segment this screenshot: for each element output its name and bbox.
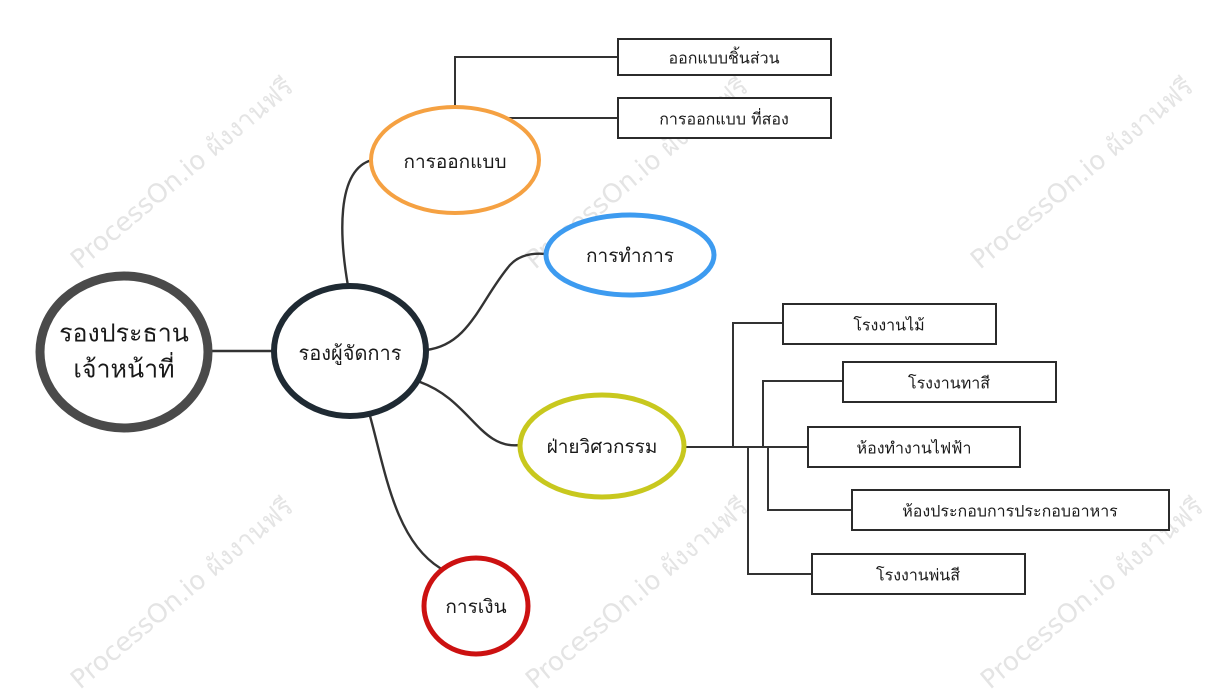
design-child-2-box: [617, 97, 832, 139]
design-child-2-label: การออกแบบ ที่สอง: [659, 108, 789, 129]
production-node[interactable]: การทำการ: [543, 212, 717, 298]
connector-manager-finance: [368, 414, 442, 570]
connector-design-child-1: [454, 56, 618, 107]
design-child-1[interactable]: ออกแบบชิ้นส่วน: [617, 38, 832, 76]
design-node-shape: [369, 105, 541, 215]
eng-child-1-label: โรงงานไม้: [853, 316, 924, 335]
watermark: ProcessOn.io ผังงานฟรี: [65, 492, 299, 695]
design-child-2[interactable]: การออกแบบ ที่สอง: [617, 97, 832, 139]
root-node[interactable]: รองประธาน เจ้าหน้าที่: [35, 271, 213, 433]
watermark: ProcessOn.io ผังงานฟรี: [65, 72, 299, 275]
design-child-1-label: ออกแบบชิ้นส่วน: [668, 47, 779, 68]
production-node-label: การทำการ: [586, 245, 674, 267]
manager-node-shape: [271, 283, 429, 419]
eng-child-2-box: [842, 361, 1057, 403]
root-node-label-line2: เจ้าหน้าที่: [73, 352, 174, 384]
eng-child-3[interactable]: ห้องทำงานไฟฟ้า: [807, 426, 1021, 468]
eng-child-2-label: โรงงานทาสี: [908, 374, 990, 393]
design-node-label: การออกแบบ: [403, 151, 506, 173]
eng-child-1-box: [782, 303, 997, 345]
connector-manager-engineering: [418, 380, 522, 447]
finance-node[interactable]: การเงิน: [421, 555, 531, 657]
eng-child-4-box: [851, 489, 1170, 531]
connector-eng-child-1: [732, 322, 783, 447]
eng-child-5-box: [811, 553, 1026, 595]
design-child-1-box: [617, 38, 832, 76]
engineering-node[interactable]: ฝ่ายวิศวกรรม: [517, 392, 687, 500]
connectors: [208, 56, 852, 575]
manager-node-label: รองผู้จัดการ: [298, 341, 401, 366]
watermark: ProcessOn.io ผังงานฟรี: [520, 492, 754, 695]
finance-node-shape: [421, 555, 531, 657]
engineering-node-label: ฝ่ายวิศวกรรม: [547, 436, 658, 458]
watermark: ProcessOn.io ผังงานฟรี: [965, 72, 1199, 275]
eng-child-5-label: โรงงานพ่นสี: [876, 566, 960, 585]
design-node[interactable]: การออกแบบ: [369, 105, 541, 215]
eng-child-3-label: ห้องทำงานไฟฟ้า: [857, 439, 972, 458]
eng-child-3-box: [807, 426, 1021, 468]
eng-child-1[interactable]: โรงงานไม้: [782, 303, 997, 345]
production-node-shape: [543, 212, 717, 298]
eng-child-5[interactable]: โรงงานพ่นสี: [811, 553, 1026, 595]
root-node-label-line1: รองประธาน: [59, 319, 189, 348]
eng-child-4-label: ห้องประกอบการประกอบอาหาร: [902, 502, 1118, 521]
engineering-node-shape: [517, 392, 687, 500]
connector-eng-child-4: [767, 447, 852, 511]
connector-manager-design: [341, 158, 374, 288]
finance-node-label: การเงิน: [445, 596, 506, 618]
root-node-shape: [35, 271, 213, 433]
eng-child-4[interactable]: ห้องประกอบการประกอบอาหาร: [851, 489, 1170, 531]
connector-eng-child-5: [747, 447, 812, 575]
eng-child-2[interactable]: โรงงานทาสี: [842, 361, 1057, 403]
manager-node[interactable]: รองผู้จัดการ: [271, 283, 429, 419]
connector-eng-child-2: [762, 380, 843, 447]
connector-manager-production: [424, 252, 548, 352]
